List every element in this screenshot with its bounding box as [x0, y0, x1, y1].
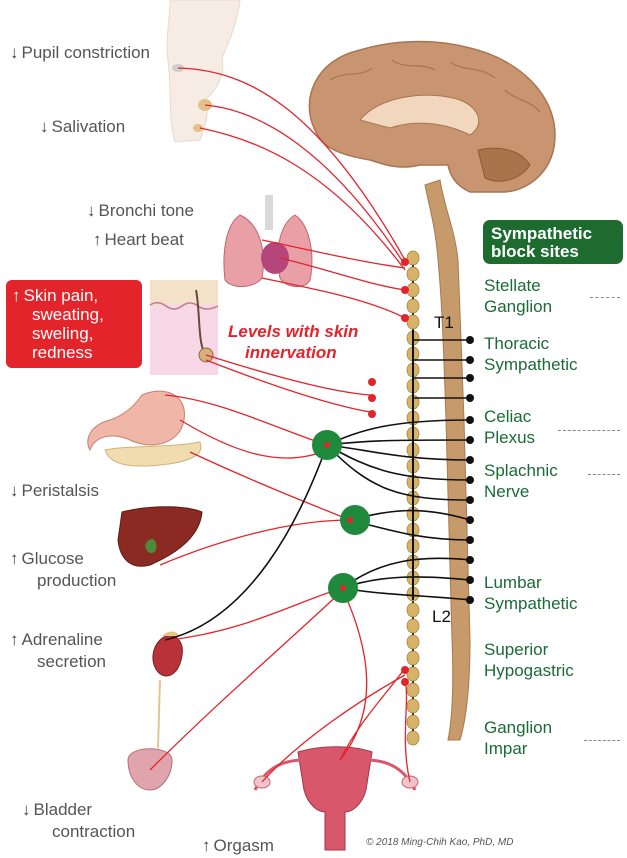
block-site-dot: [466, 374, 474, 382]
skin-effects-box: ↑Skin pain, sweating, sweling, redness: [6, 280, 142, 368]
block-site-dot: [466, 476, 474, 484]
up-arrow-icon: ↑: [93, 230, 102, 249]
chain-ganglion-bead: [407, 267, 419, 281]
chain-ganglion-bead: [407, 619, 419, 633]
skin-level-dot: [368, 378, 376, 386]
red-nerve-lines: [150, 68, 410, 782]
block-site-dot: [466, 336, 474, 344]
liver-illustration: [118, 507, 202, 567]
block-site-dot: [466, 516, 474, 524]
down-arrow-icon: ↓: [40, 117, 49, 136]
down-arrow-icon: ↓: [10, 481, 19, 500]
bladder-label-2: contraction: [52, 822, 135, 841]
block-sites-header: Sympathetic block sites: [483, 220, 623, 264]
orgasm-label: ↑Orgasm: [202, 836, 274, 855]
block-site-dot: [466, 436, 474, 444]
chain-ganglion-bead: [407, 699, 419, 713]
up-arrow-icon: ↑: [12, 286, 21, 305]
skin-level-dot: [368, 394, 376, 402]
peristalsis-label: ↓Peristalsis: [10, 481, 99, 500]
salivation-label: ↓Salivation: [40, 117, 125, 136]
thoracic-label: Thoracic: [484, 334, 549, 353]
impar-label-2: Impar: [484, 739, 527, 758]
block-site-dot: [466, 356, 474, 364]
adrenaline-label-2: secretion: [37, 652, 106, 671]
copyright-text: © 2018 Ming-Chih Kao, PhD, MD: [366, 837, 513, 848]
celiac-dash: [558, 430, 620, 431]
splanchnic-dash: [588, 474, 620, 475]
down-arrow-icon: ↓: [22, 800, 31, 819]
chain-ganglion-bead: [407, 731, 419, 745]
chain-ganglion-bead: [407, 715, 419, 729]
up-arrow-icon: ↑: [10, 549, 19, 568]
impar-dash: [584, 740, 620, 741]
skin-levels-label-2: innervation: [245, 343, 337, 363]
heart-label: ↑Heart beat: [93, 230, 184, 249]
chain-ganglion-bead: [407, 651, 419, 665]
block-site-dot: [466, 394, 474, 402]
adrenaline-label: ↑Adrenaline: [10, 630, 103, 649]
pupil-label: ↓Pupil constriction: [10, 43, 150, 62]
chain-ganglion-bead: [407, 299, 419, 313]
chain-ganglion-bead: [407, 683, 419, 697]
stellate-label: Stellate: [484, 276, 541, 295]
up-arrow-icon: ↑: [10, 630, 19, 649]
glucose-label: ↑Glucose: [10, 549, 84, 568]
block-site-dot: [466, 456, 474, 464]
block-site-dot: [466, 536, 474, 544]
impar-label: Ganglion: [484, 718, 552, 737]
block-site-dot: [466, 496, 474, 504]
thoracic-label-2: Sympathetic: [484, 355, 578, 374]
lumbar-label-2: Sympathetic: [484, 594, 578, 613]
bladder-label: ↓Bladder: [22, 800, 92, 819]
block-site-dot: [466, 596, 474, 604]
celiac-label-2: Plexus: [484, 428, 535, 447]
splanchnic-label: Splachnic: [484, 461, 558, 480]
lumbar-label: Lumbar: [484, 573, 542, 592]
stellate-label-2: Ganglion: [484, 297, 552, 316]
bronchi-label: ↓Bronchi tone: [87, 201, 194, 220]
t1-label: T1: [434, 313, 454, 332]
up-arrow-icon: ↑: [202, 836, 211, 855]
l2-label: L2: [432, 607, 451, 626]
splanchnic-label-2: Nerve: [484, 482, 529, 501]
down-arrow-icon: ↓: [87, 201, 96, 220]
skin-levels-label: Levels with skin: [228, 322, 358, 342]
kidney-illustration: [153, 632, 182, 749]
black-nerve-lines: [165, 340, 470, 640]
stomach-illustration: [88, 391, 201, 466]
mesenteric-ganglion: [340, 505, 370, 535]
hypogastric-label: Superior: [484, 640, 548, 659]
block-site-dot: [466, 556, 474, 564]
block-site-dot: [466, 416, 474, 424]
block-site-dot: [466, 576, 474, 584]
stellate-dash: [590, 297, 620, 298]
skin-level-dot: [368, 410, 376, 418]
glucose-label-2: production: [37, 571, 116, 590]
uterus-illustration: [254, 747, 418, 850]
hypogastric-label-2: Hypogastric: [484, 661, 574, 680]
chain-ganglion-bead: [407, 603, 419, 617]
down-arrow-icon: ↓: [10, 43, 19, 62]
chain-ganglion-bead: [407, 635, 419, 649]
celiac-label: Celiac: [484, 407, 531, 426]
